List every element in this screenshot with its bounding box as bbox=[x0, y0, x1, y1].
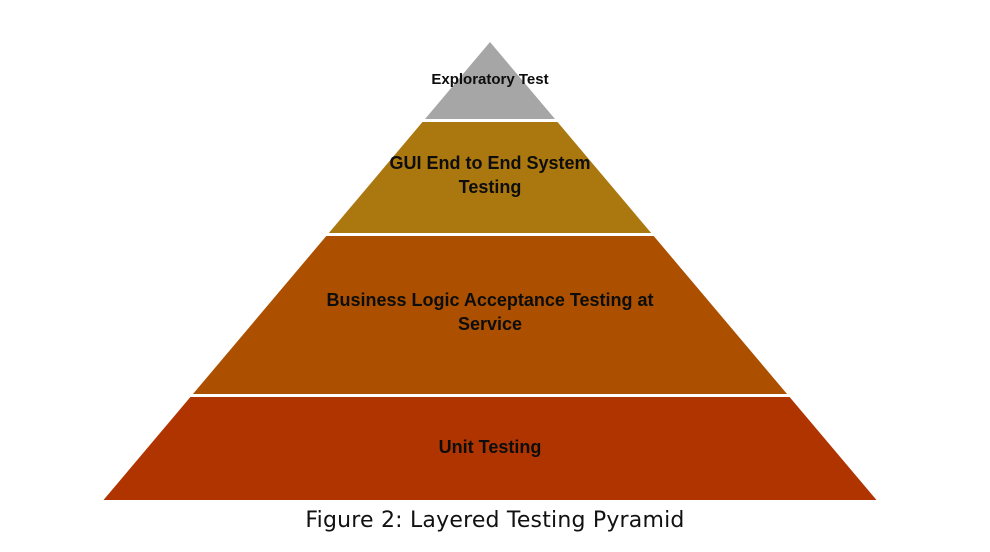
layer-label-gui-end-to-end: GUI End to End System bbox=[389, 153, 590, 173]
pyramid-layer-unit-testing bbox=[103, 397, 877, 500]
pyramid-layer-gui-end-to-end bbox=[328, 122, 652, 233]
figure-caption: Figure 2: Layered Testing Pyramid bbox=[305, 508, 685, 533]
layer-label-business-logic: Service bbox=[458, 314, 522, 334]
layer-label-gui-end-to-end: Testing bbox=[459, 177, 522, 197]
layer-label-exploratory-test: Exploratory Test bbox=[431, 71, 548, 88]
pyramid-layer-business-logic bbox=[192, 236, 788, 394]
pyramid-layer-exploratory-test bbox=[425, 42, 555, 119]
layer-label-business-logic: Business Logic Acceptance Testing at bbox=[326, 290, 653, 310]
layer-label-unit-testing: Unit Testing bbox=[439, 437, 542, 457]
